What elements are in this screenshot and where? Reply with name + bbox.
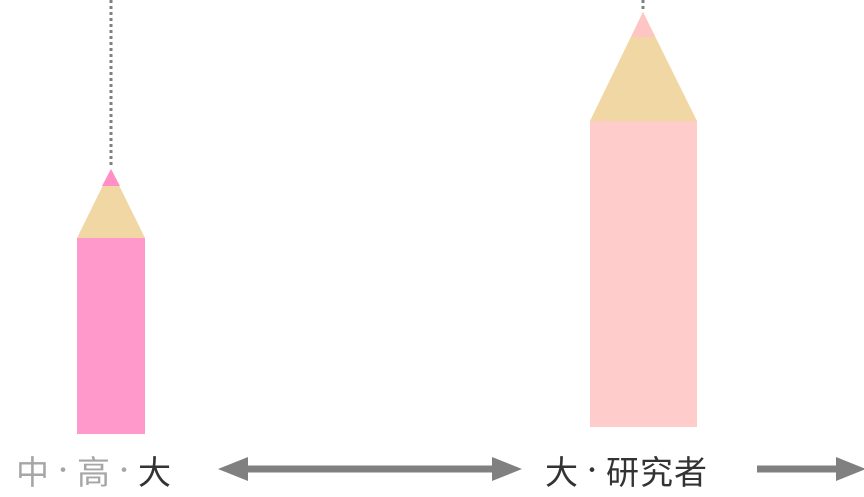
left-pencil-wood [77,169,145,238]
label-left-part3: 大 [138,453,173,492]
label-left-part1: 中 [16,453,50,492]
arrow-right-icon [757,457,864,481]
label-right-part2: 研究者 [606,453,709,492]
label-left-sep2: ・ [113,459,137,484]
left-pencil-body [77,238,145,434]
right-pencil-wood [590,12,697,121]
right-pencil-body [590,121,697,427]
right-pencil-icon [590,12,697,427]
label-left-part2: 高 [77,453,112,492]
label-right-part1: 大 [545,453,579,492]
label-left-sep1: ・ [52,459,76,484]
double-arrow-icon [218,457,522,481]
label-right-sep: ・ [581,459,605,484]
left-pencil-tip [102,169,120,186]
label-right: 大・研究者 [545,448,708,497]
right-pencil-tip [631,12,655,37]
label-left: 中・高・大 [16,448,172,497]
left-pencil-icon [77,169,145,434]
